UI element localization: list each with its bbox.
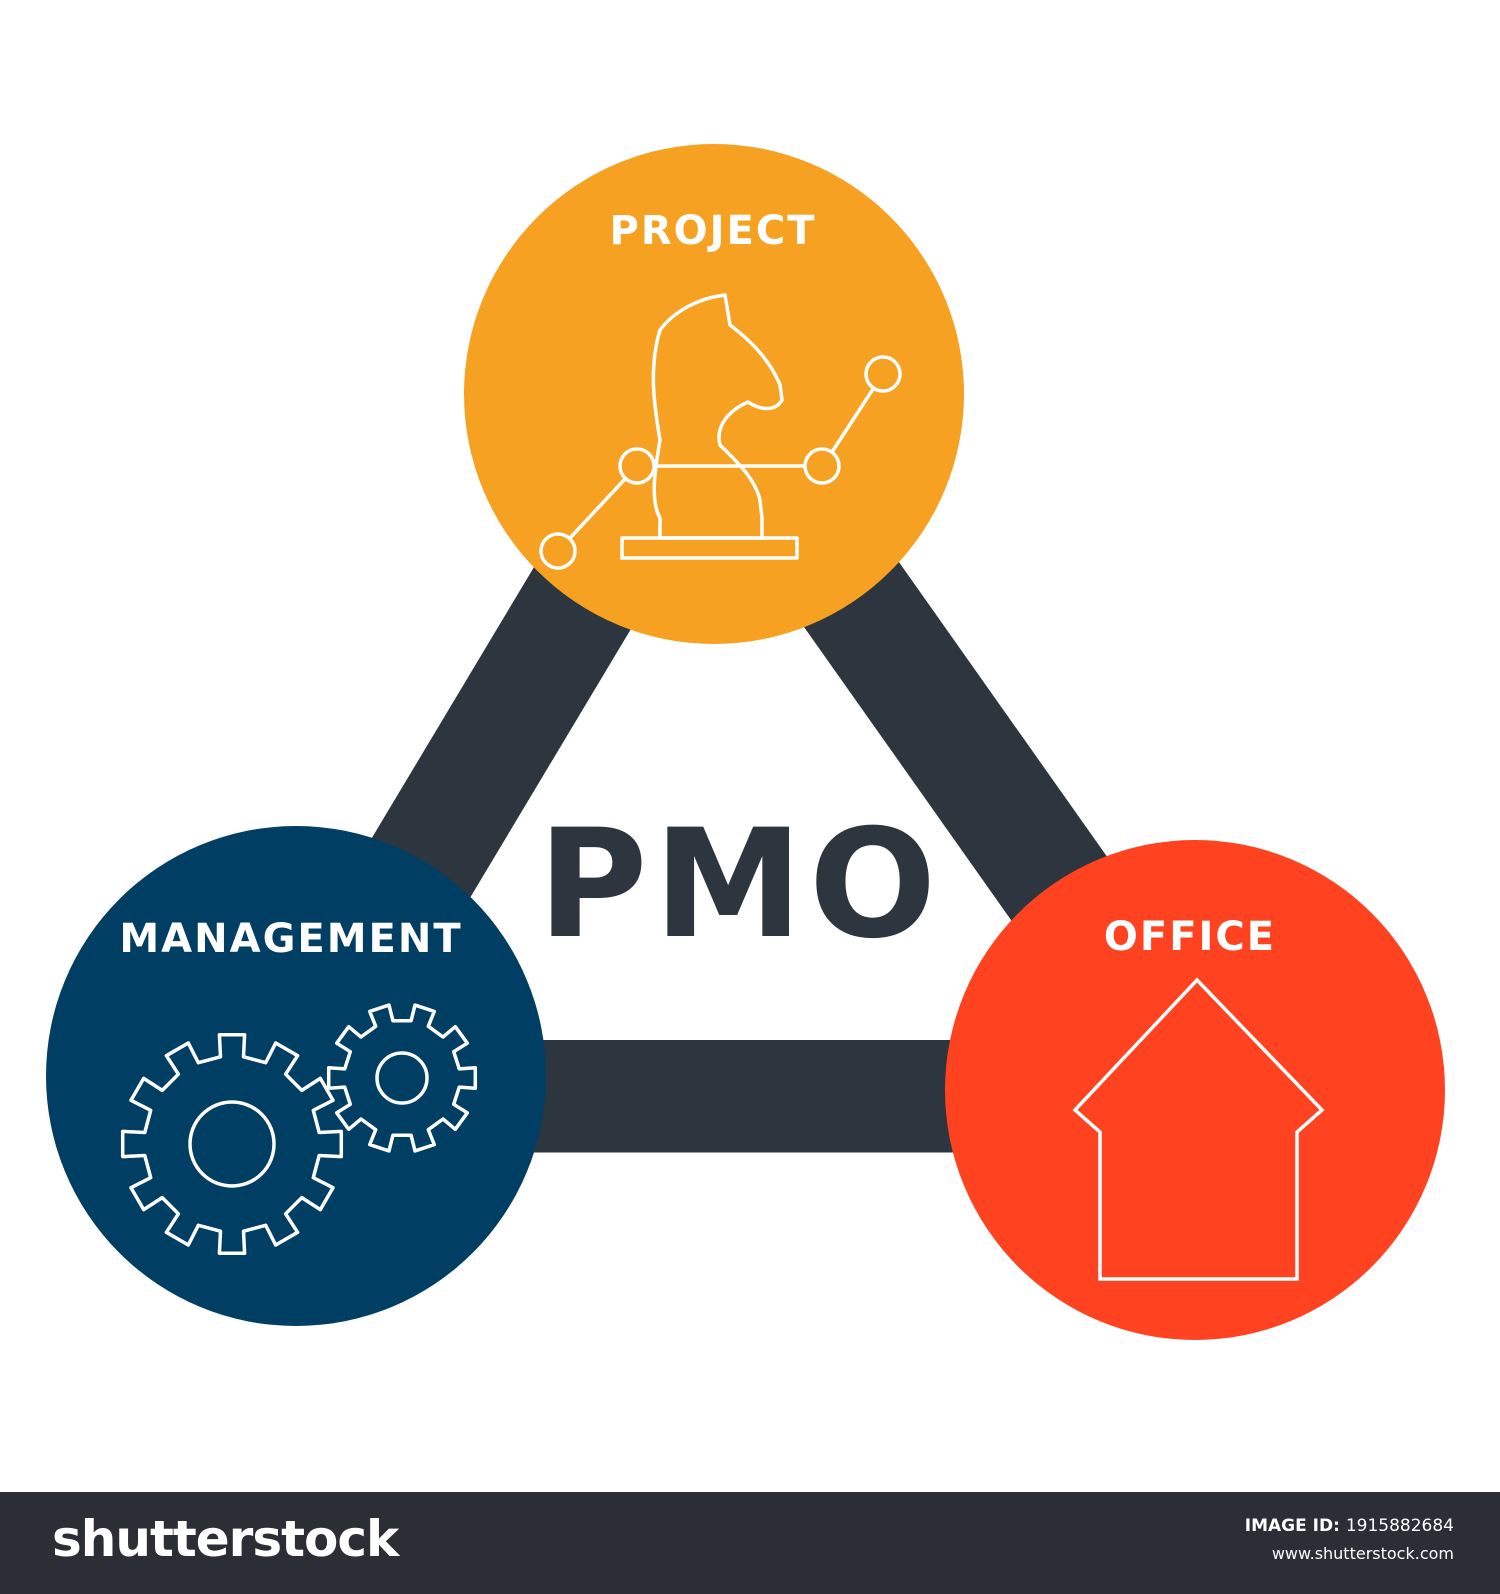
image-id-block: IMAGE ID: 1915882684 www.shutterstock.co… — [1245, 1516, 1454, 1563]
management-label: MANAGEMENT — [119, 916, 462, 962]
project-node: PROJECT — [464, 144, 964, 644]
gear-hub — [375, 1051, 429, 1105]
gears-icon — [120, 1003, 478, 1256]
footer-brand-logo[interactable]: shutterstock — [52, 1510, 399, 1568]
gear-outline — [120, 1032, 344, 1256]
image-id-label: IMAGE ID: — [1244, 1516, 1340, 1536]
image-id-value: 1915882684 — [1345, 1516, 1454, 1536]
project-label: PROJECT — [610, 208, 817, 254]
house-icon — [1072, 977, 1325, 1281]
footer-bar: shutterstock IMAGE ID: 1915882684 www.sh… — [0, 1492, 1500, 1594]
office-label: OFFICE — [1104, 914, 1276, 960]
gear-outline — [326, 1003, 478, 1153]
footer-url[interactable]: www.shutterstock.com — [1271, 1544, 1454, 1563]
chess-knight-chart-icon — [539, 293, 902, 570]
center-label: PMO — [538, 798, 943, 972]
office-node: OFFICE — [945, 840, 1445, 1340]
management-node: MANAGEMENT — [46, 826, 546, 1326]
gear-hub — [188, 1100, 276, 1188]
